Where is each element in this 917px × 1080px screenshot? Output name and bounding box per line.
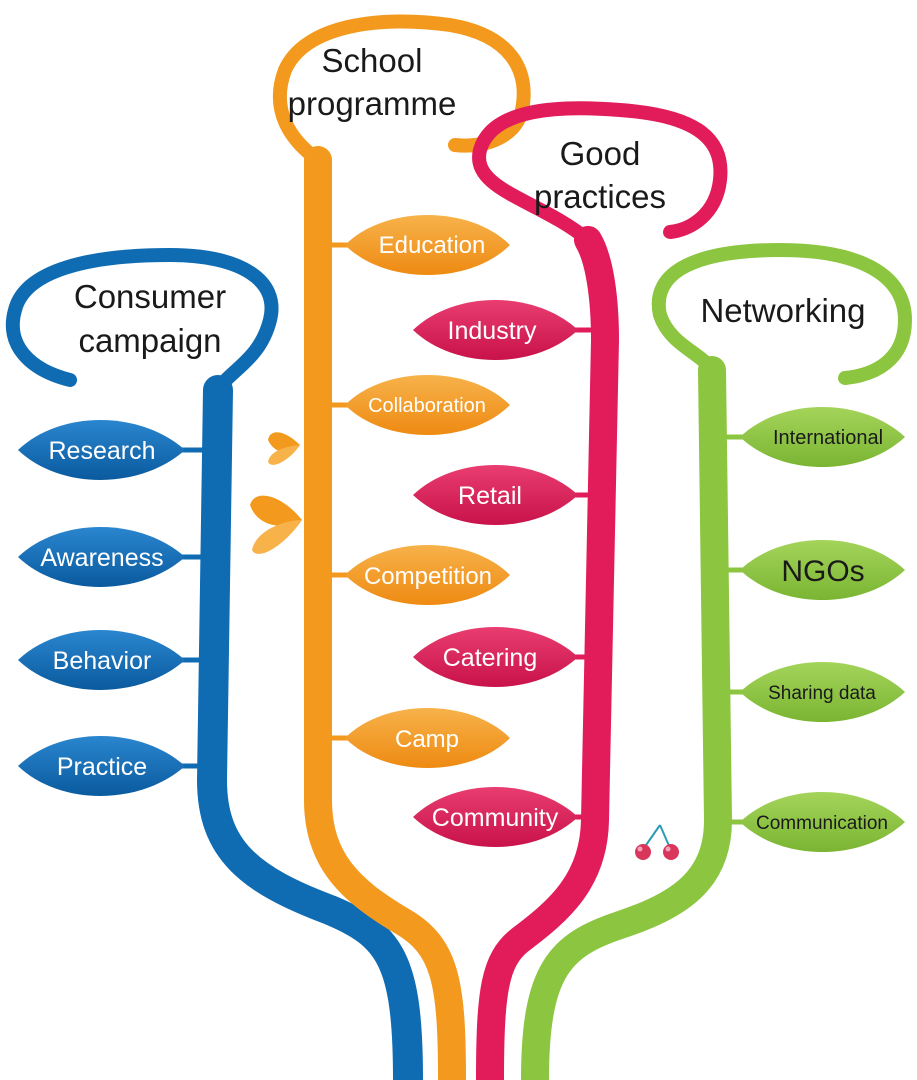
- leaf-label: Education: [379, 232, 486, 259]
- orange-leaf-collaboration: Collaboration: [318, 375, 510, 435]
- leaf-label: Behavior: [53, 647, 152, 675]
- orange-leaf-education: Education: [318, 215, 510, 275]
- red-bubble: [472, 101, 728, 247]
- red-leaf-retail: Retail: [413, 465, 601, 525]
- leaf-label: Industry: [448, 317, 537, 345]
- blue-leaf-awareness: Awareness: [18, 527, 212, 587]
- blue-title-line1: Consumer: [74, 278, 226, 315]
- leaf-label: Research: [49, 437, 156, 465]
- leaf-label: Awareness: [40, 544, 163, 572]
- orange-title-line1: School: [322, 42, 423, 79]
- cherries-icon: [635, 824, 679, 860]
- red-title-line1: Good: [560, 135, 641, 172]
- leaf-label: Sharing data: [768, 683, 876, 704]
- leaf-label: NGOs: [781, 555, 864, 588]
- orange-sprout-small: [268, 432, 300, 465]
- blue-leaf-practice: Practice: [18, 736, 212, 796]
- leaf-label: International: [773, 427, 883, 449]
- blue-bubble: [5, 247, 279, 397]
- leaf-label: Retail: [458, 482, 522, 510]
- green-leaf-communication: Communication: [718, 792, 905, 852]
- blue-title-line2: campaign: [78, 322, 221, 359]
- leaf-label: Communication: [756, 813, 888, 834]
- leaf-label: Community: [432, 804, 559, 832]
- green-title: Networking: [700, 292, 865, 329]
- leaf-label: Collaboration: [368, 395, 486, 417]
- green-leaf-international: International: [714, 407, 905, 467]
- red-stem: [476, 226, 620, 1080]
- leaf-label: Practice: [57, 753, 147, 781]
- leaf-label: Camp: [395, 726, 459, 753]
- orange-title-line2: programme: [288, 85, 457, 122]
- orange-sprout-large: [250, 495, 302, 554]
- red-title-line2: practices: [534, 178, 666, 215]
- green-stem: [521, 356, 733, 1080]
- green-leaf-sharing-data: Sharing data: [717, 662, 905, 722]
- leaf-label: Catering: [443, 644, 538, 672]
- blue-leaf-research: Research: [18, 420, 212, 480]
- red-leaf-industry: Industry: [413, 300, 604, 360]
- green-bubble: [651, 242, 913, 385]
- leaf-label: Competition: [364, 563, 492, 590]
- green-leaf-ngos: NGOs: [716, 540, 905, 600]
- blue-leaf-behavior: Behavior: [18, 630, 212, 690]
- orange-leaf-competition: Competition: [318, 545, 510, 605]
- blue-stem: [196, 375, 423, 1080]
- orange-bubble: [272, 14, 531, 167]
- orange-leaf-camp: Camp: [318, 708, 510, 768]
- red-leaf-catering: Catering: [413, 627, 598, 687]
- red-leaf-community: Community: [413, 787, 595, 847]
- orange-stem: [304, 146, 466, 1080]
